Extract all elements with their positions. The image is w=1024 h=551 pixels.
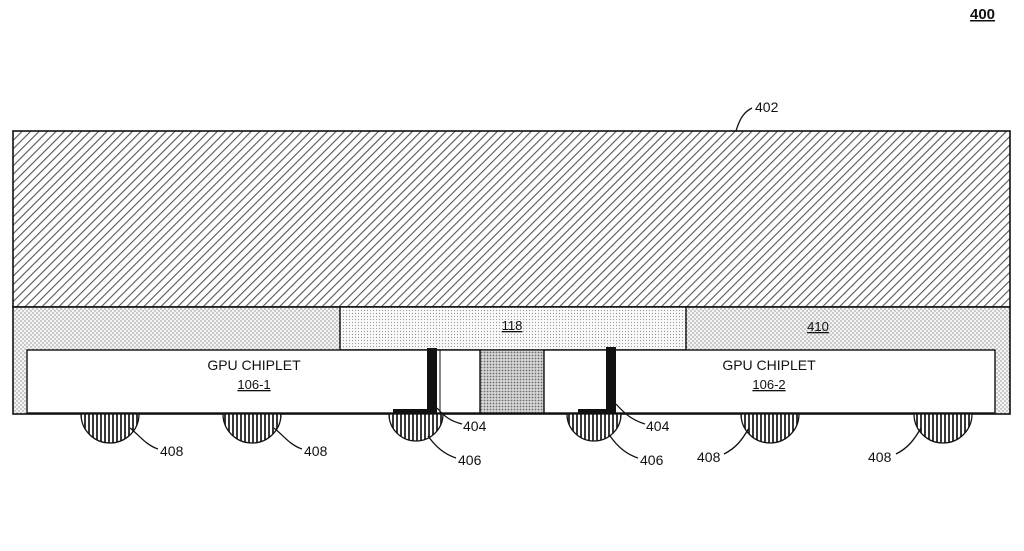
bump-408-label-5: 408 (697, 449, 721, 465)
solder-bump (740, 413, 800, 444)
chiplet-2-ref: 106-2 (752, 377, 785, 392)
center-fill (479, 349, 545, 414)
leader-404-left (436, 407, 463, 425)
molding-label: 410 (807, 319, 829, 334)
pad-406-right (578, 409, 616, 417)
bump-408-label-6: 408 (868, 449, 892, 465)
leader-406-left (427, 435, 457, 459)
leader-404-right (615, 403, 646, 425)
solder-bump (388, 413, 444, 442)
chiplet-1-name: GPU CHIPLET (207, 357, 301, 373)
gpu-chiplet-1 (26, 349, 481, 414)
solder-bump (222, 413, 282, 444)
via-404-label-left: 404 (463, 418, 487, 434)
leader-408-6 (895, 427, 922, 455)
solder-bump (80, 413, 140, 444)
bump-408-label-2: 408 (304, 443, 328, 459)
gpu-chiplet-2 (543, 349, 996, 414)
heat-spreader (12, 130, 1011, 308)
leader-408-5 (723, 427, 750, 455)
bridge-label: 118 (502, 318, 523, 333)
chiplet-2-name: GPU CHIPLET (722, 357, 816, 373)
via-404-label-right: 404 (646, 418, 670, 434)
leader-402 (735, 107, 753, 132)
pad-406-left (393, 409, 437, 417)
pad-406-label-left: 406 (458, 452, 482, 468)
pad-406-label-right: 406 (640, 452, 664, 468)
bump-408-label-1: 408 (160, 443, 184, 459)
solder-bump (566, 413, 622, 442)
solder-bump (913, 413, 973, 444)
via-404-left (427, 348, 437, 412)
leader-408-1 (129, 427, 159, 450)
leader-408-2 (273, 427, 303, 450)
leader-406-right (609, 435, 639, 459)
figure-number: 400 (970, 6, 995, 23)
heat-spreader-label: 402 (755, 99, 779, 115)
chiplet-1-ref: 106-1 (237, 377, 270, 392)
bridge-die (339, 306, 687, 351)
via-404-right (606, 347, 616, 412)
